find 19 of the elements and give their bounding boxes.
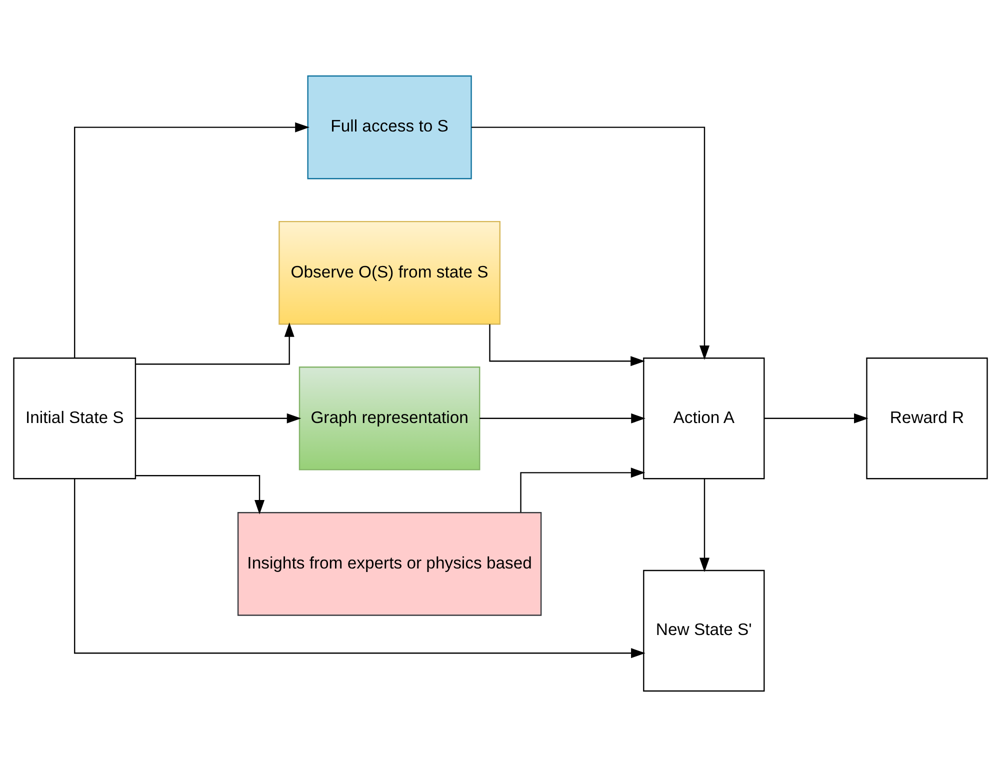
arrow <box>135 322 294 364</box>
arrow <box>488 324 644 366</box>
arrow <box>470 126 710 360</box>
arrow <box>135 412 301 423</box>
arrow <box>74 478 645 658</box>
arrow <box>698 478 710 572</box>
arrow <box>74 122 309 358</box>
arrow <box>764 412 868 423</box>
arrow <box>135 474 264 514</box>
node-box: Observe O(S) from state S <box>278 220 500 324</box>
node-box: Full access to S <box>306 74 472 179</box>
node-box: Reward R <box>866 357 988 479</box>
node-box: New State S' <box>642 569 764 692</box>
arrow <box>479 412 645 423</box>
node-box: Insights from experts or physics based <box>236 512 542 616</box>
node-box: Graph representation <box>298 366 480 470</box>
node-box: Action A <box>642 357 764 479</box>
node-box: Initial State S <box>12 357 136 479</box>
arrow <box>520 467 645 512</box>
